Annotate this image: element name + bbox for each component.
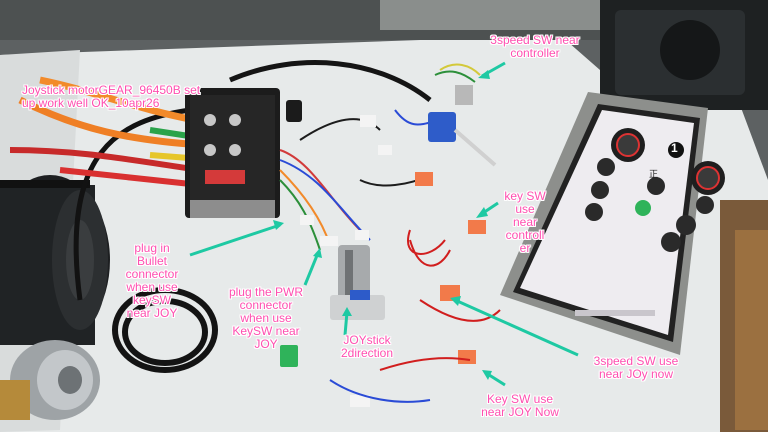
- tablet-screen: [520, 110, 694, 335]
- three-speed-switch-controller: [434, 63, 481, 105]
- motor-hub: [0, 340, 100, 420]
- label-plug-pwr: plug the PWR connector when use KeySW ne…: [228, 285, 304, 351]
- label-3speed-joy: 3speed SW use near JOy now: [593, 354, 679, 381]
- label-3speed-controller: 3speed SW near controller: [490, 33, 580, 60]
- limit-switch: [428, 112, 497, 167]
- motor-controller: [185, 88, 280, 218]
- annotation-arrows: [189, 61, 579, 387]
- tablet-mode-letter: 正: [649, 169, 659, 179]
- tablet-mode-number: 1: [671, 141, 678, 155]
- tablet: [500, 92, 725, 355]
- label-joystick: JOYstick 2direction: [340, 333, 394, 360]
- label-plug-bullet: plug in Bullet connector when use keySW …: [125, 241, 179, 320]
- label-key-sw-joy: Key SW use near JOY Now: [481, 392, 559, 419]
- cable-coil: [112, 287, 218, 373]
- motor: [0, 175, 110, 345]
- joystick: [330, 245, 385, 320]
- label-key-sw-controller: key SW use near controll er: [504, 189, 546, 255]
- title-label: Joystick motorGEAR_96450B set up work we…: [22, 83, 201, 110]
